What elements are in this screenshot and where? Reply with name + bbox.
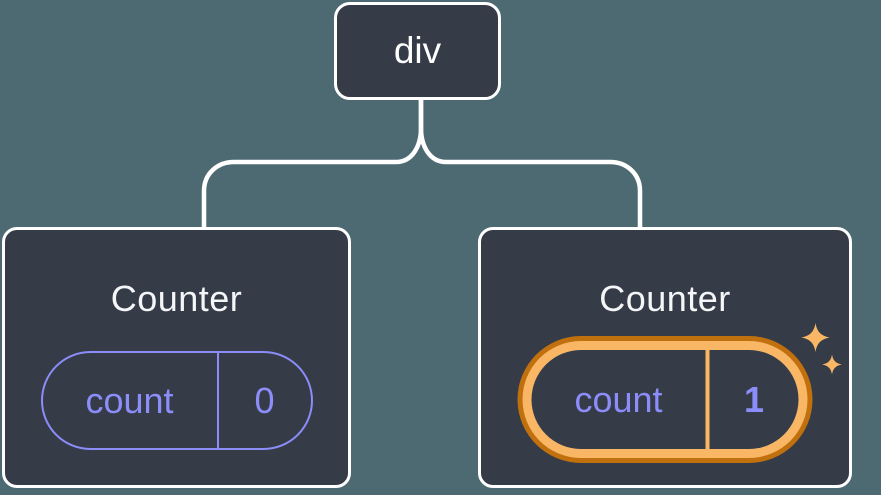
connector-right-branch bbox=[418, 96, 643, 232]
state-pill: count 1 bbox=[531, 350, 799, 449]
root-node-label: div bbox=[393, 30, 442, 71]
counter-title: Counter bbox=[110, 278, 243, 319]
pill-divider bbox=[705, 350, 710, 449]
sparkle-icon-large bbox=[801, 322, 830, 353]
counter-title: Counter bbox=[599, 278, 731, 319]
state-pill-highlighted: count 1 bbox=[517, 336, 813, 463]
highlight-ring: count 1 bbox=[522, 341, 808, 458]
state-label: count bbox=[85, 379, 174, 421]
sparkle-icon-small bbox=[822, 354, 842, 375]
state-value: 1 bbox=[743, 378, 765, 420]
counter-node-right: Counter count 1 bbox=[478, 227, 852, 488]
connector-left-branch bbox=[201, 96, 424, 232]
state-pill: count 0 bbox=[40, 351, 313, 450]
counter-node-left: Counter count 0 bbox=[2, 227, 351, 488]
root-div-node: div bbox=[334, 2, 501, 100]
state-value: 0 bbox=[216, 353, 311, 448]
state-label: count bbox=[574, 378, 663, 420]
